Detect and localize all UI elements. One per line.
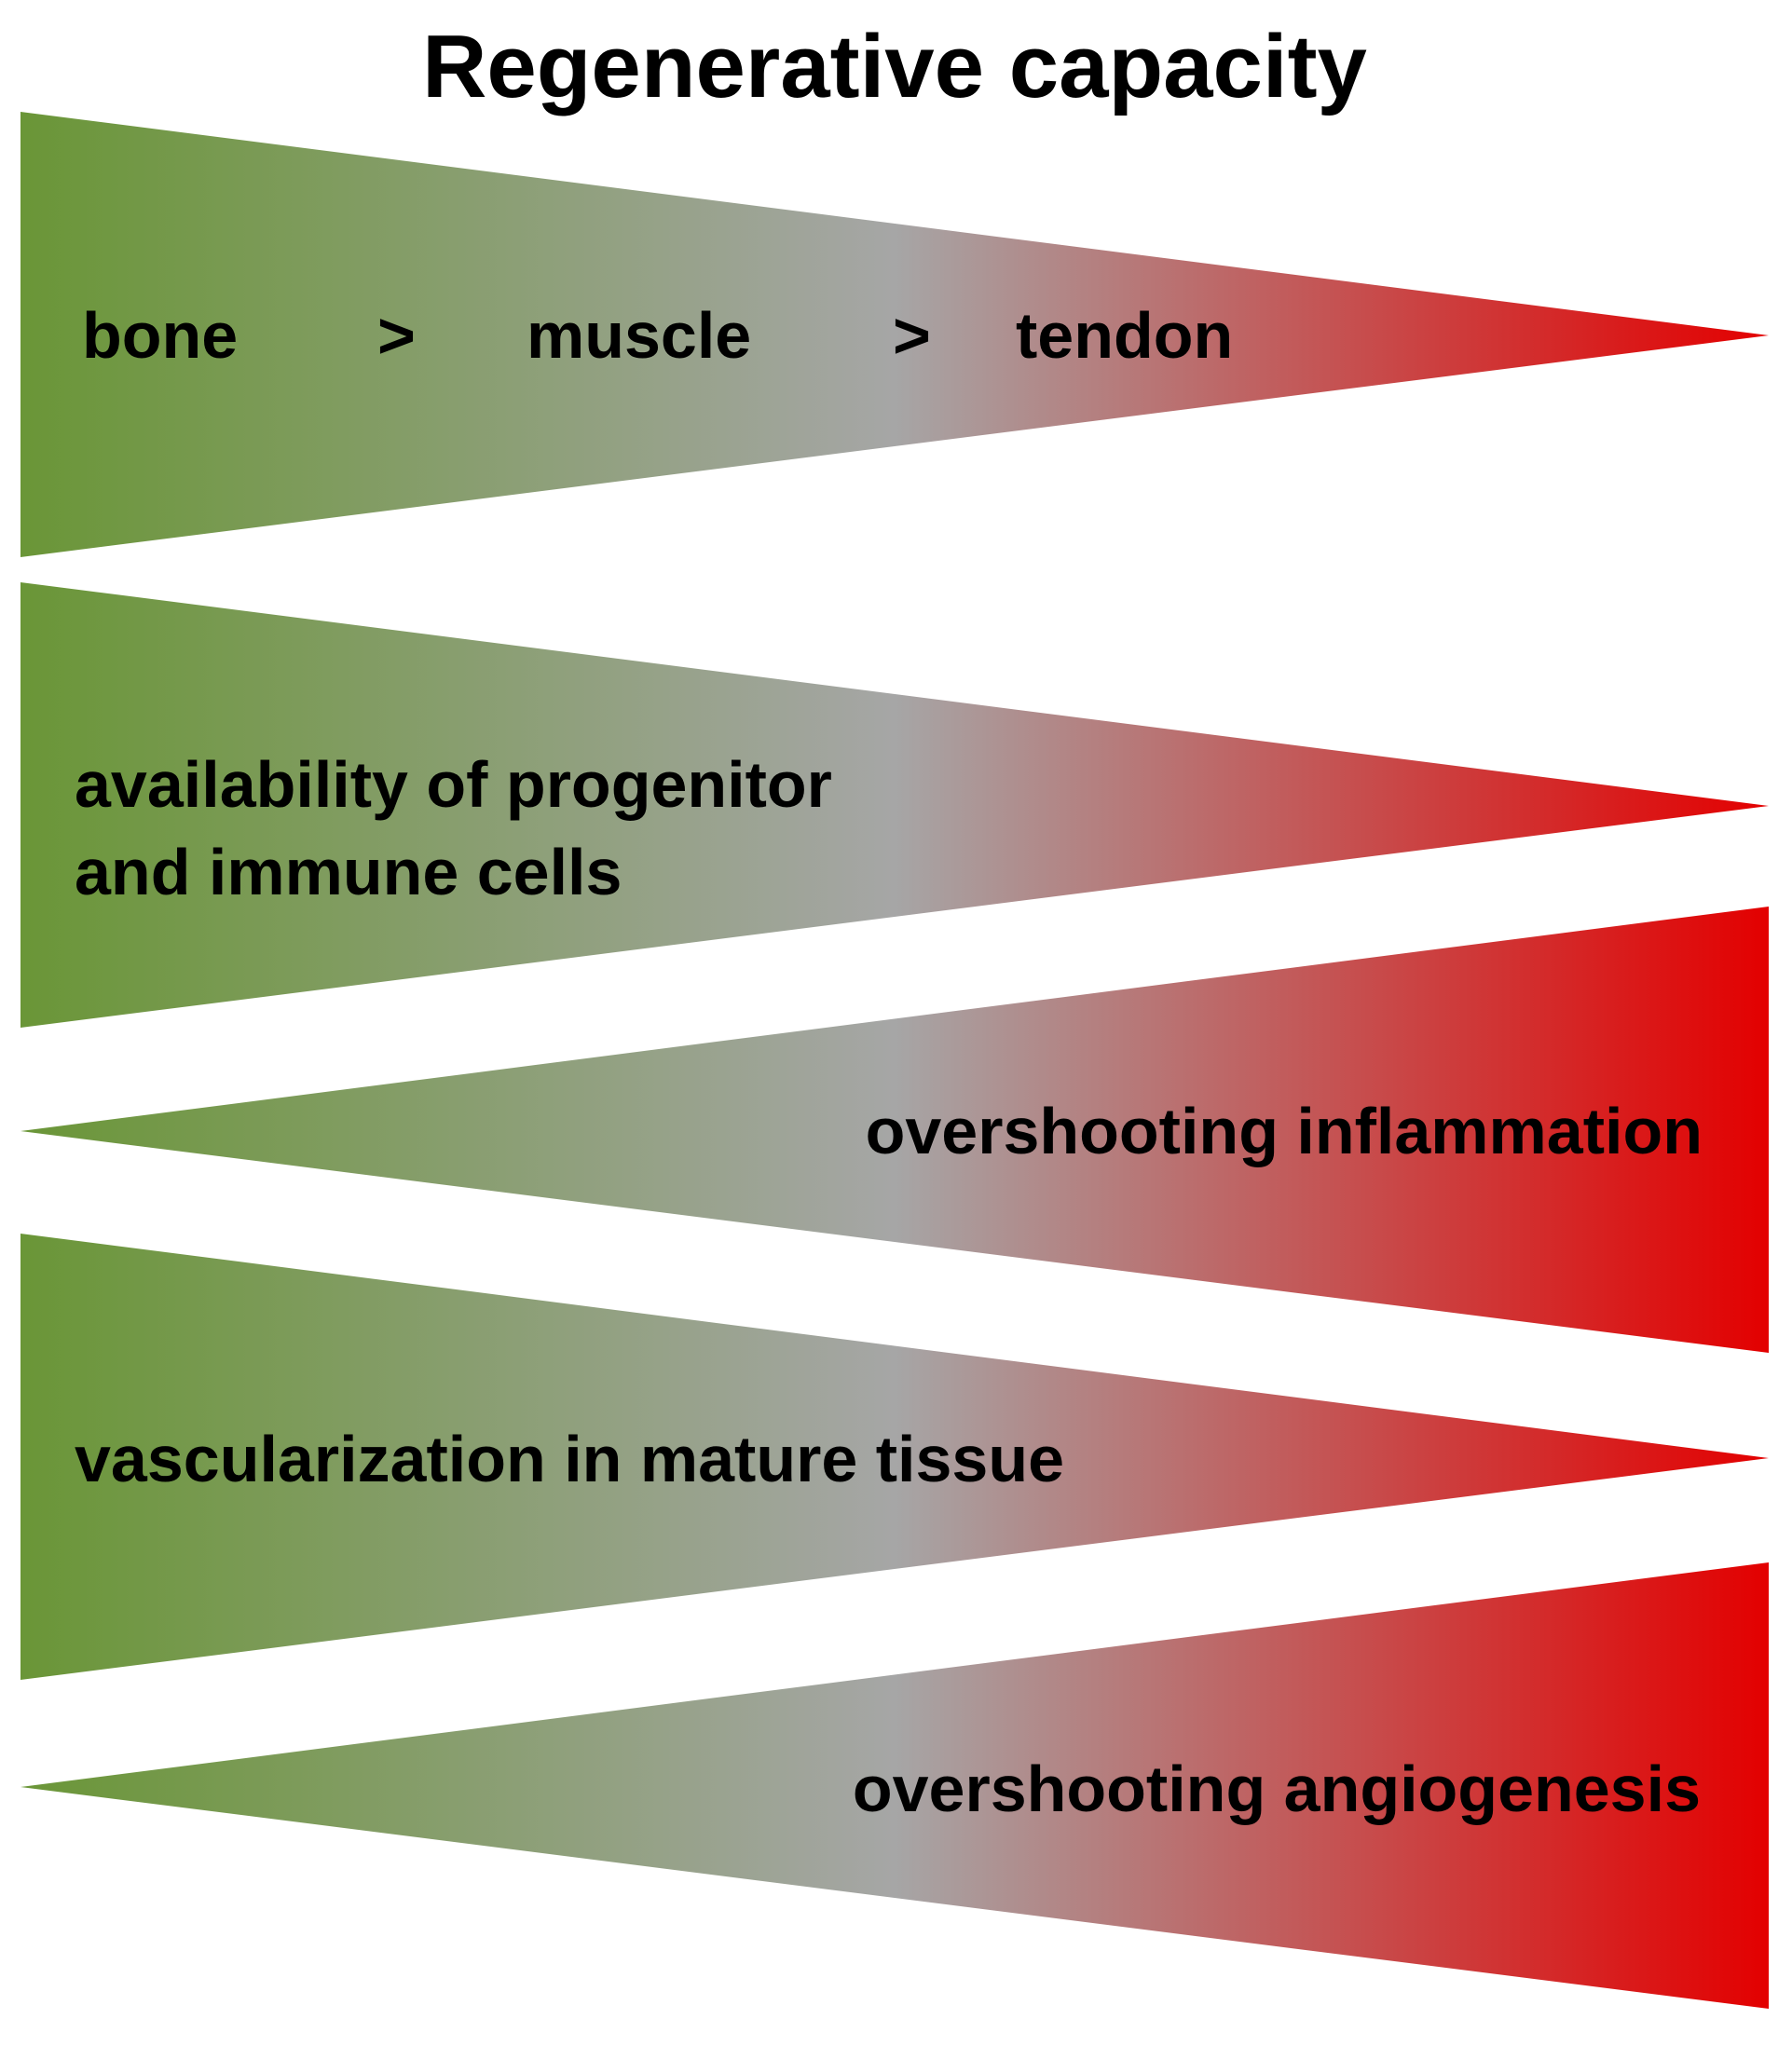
greater-than-sign-2: > bbox=[893, 299, 931, 372]
wedge-progenitor-availability bbox=[21, 582, 1769, 1028]
wedge-overshooting-angiogenesis bbox=[21, 1562, 1769, 2009]
greater-than-sign-1: > bbox=[377, 299, 416, 372]
vascularization-label: vascularization in mature tissue bbox=[75, 1423, 1064, 1495]
tissue-tendon: tendon bbox=[1016, 299, 1233, 372]
inflammation-label: overshooting inflammation bbox=[866, 1095, 1703, 1167]
wedge-overshooting-inflammation bbox=[21, 907, 1769, 1353]
wedge-tissue-ranking bbox=[21, 112, 1769, 557]
wedge-vascularization bbox=[21, 1234, 1769, 1680]
diagram-title: Regenerative capacity bbox=[422, 17, 1367, 116]
tissue-muscle: muscle bbox=[527, 299, 751, 372]
progenitor-label-line1: availability of progenitor bbox=[75, 748, 832, 821]
angiogenesis-label: overshooting angiogenesis bbox=[853, 1753, 1701, 1825]
tissue-bone: bone bbox=[82, 299, 238, 372]
progenitor-label-line2: and immune cells bbox=[75, 836, 622, 908]
